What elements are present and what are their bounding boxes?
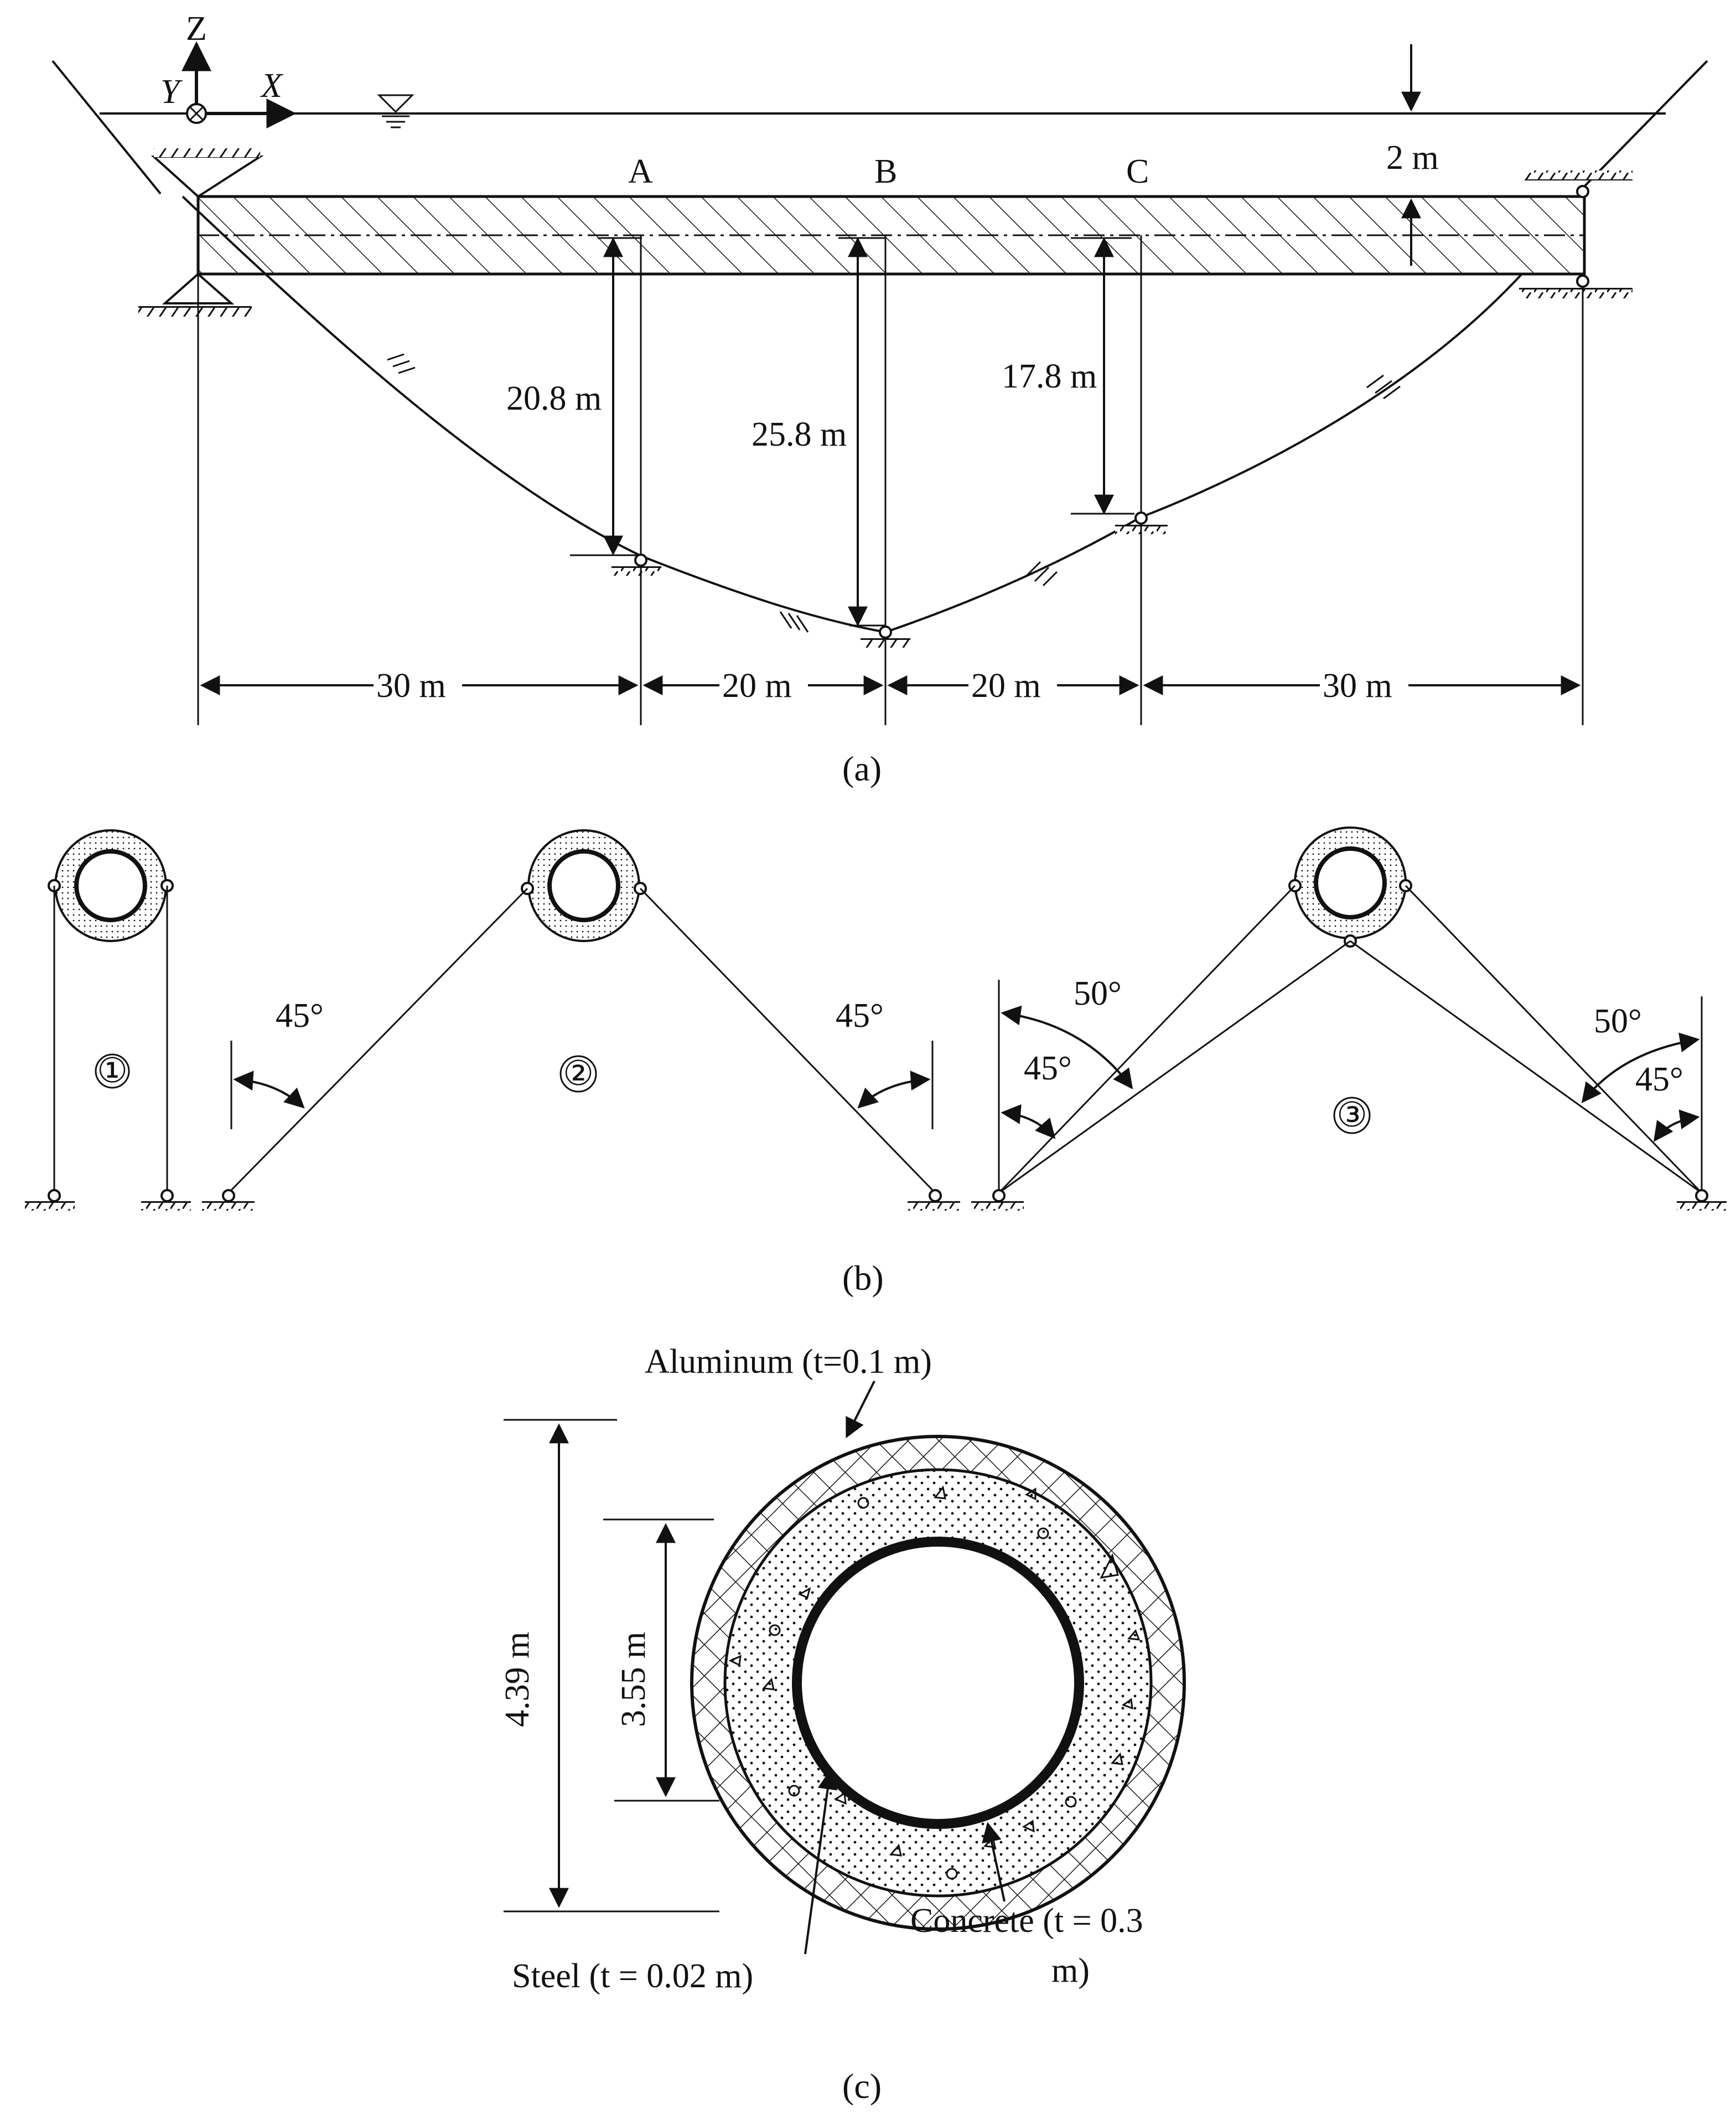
panel-c: 4.39 m 3.55 m Aluminum (t=0.1 m) Steel (… — [499, 1343, 1186, 2106]
mooring-config-3: 50° 45° 50° 45° ③ — [971, 826, 1727, 1211]
config-2-label: ② — [563, 1055, 594, 1093]
mooring-config-2: 45° 45° ② — [202, 829, 960, 1211]
angle-c2-left: 45° — [276, 997, 324, 1035]
concrete-label-line2: m) — [1051, 1952, 1090, 1989]
span-label-2: 20 m — [722, 667, 792, 705]
span-dimension-1: 30 m — [200, 667, 639, 705]
height-label-a: 20.8 m — [506, 380, 602, 417]
axis-y-label: Y — [160, 73, 183, 111]
angle-c3-left-outer: 50° — [1074, 975, 1122, 1012]
span-label-1: 30 m — [376, 667, 446, 705]
axis-z-label: Z — [186, 10, 207, 48]
inner-diameter-dimension: 3.55 m — [603, 1518, 719, 1802]
mooring-point-b — [861, 235, 910, 648]
span-dimension-4: 30 m — [1143, 667, 1581, 705]
panel-a: Z Y X — [51, 10, 1708, 788]
concrete-label-line1: Concrete (t = 0.3 — [910, 1902, 1143, 1940]
height-label-b: 25.8 m — [752, 416, 847, 453]
height-dimension-b: 25.8 m — [752, 237, 885, 627]
config-3-label: ③ — [1336, 1097, 1367, 1134]
left-bank — [51, 60, 162, 195]
submergence-label: 2 m — [1386, 139, 1439, 177]
submergence-dimension: 2 m — [1386, 44, 1439, 266]
span-extension-lines — [197, 274, 1584, 725]
point-a-label: A — [628, 153, 653, 190]
height-dimension-c: 17.8 m — [1002, 237, 1134, 515]
mooring-point-a — [612, 235, 661, 576]
span-dimension-2: 20 m — [642, 667, 884, 705]
span-dimension-3: 20 m — [887, 667, 1139, 705]
mooring-config-1: ① — [25, 829, 191, 1211]
caption-a: (a) — [842, 749, 882, 788]
outer-diameter-label: 4.39 m — [499, 1632, 536, 1727]
outer-diameter-dimension: 4.39 m — [499, 1419, 719, 1913]
height-label-c: 17.8 m — [1002, 358, 1097, 395]
point-c-label: C — [1126, 153, 1149, 190]
aluminum-label: Aluminum (t=0.1 m) — [645, 1343, 932, 1381]
steel-layer — [792, 1537, 1084, 1829]
seabed-hatch-marks — [387, 353, 1401, 633]
mooring-point-c — [1115, 235, 1168, 534]
axis-x-label: X — [260, 67, 283, 105]
water-level-icon — [377, 94, 414, 128]
angle-c3-right-inner: 45° — [1635, 1061, 1683, 1098]
angle-c2-right: 45° — [836, 997, 884, 1035]
right-support — [1519, 170, 1633, 298]
caption-c: (c) — [842, 2066, 882, 2106]
steel-label: Steel (t = 0.02 m) — [512, 1957, 753, 1995]
angle-c3-right-outer: 50° — [1594, 1002, 1642, 1040]
span-label-3: 20 m — [971, 667, 1041, 705]
inner-diameter-label: 3.55 m — [615, 1632, 652, 1727]
angle-c3-left-inner: 45° — [1024, 1050, 1072, 1087]
span-label-4: 30 m — [1323, 667, 1392, 705]
coordinate-axes: Z Y X — [160, 10, 297, 128]
panel-b: ① 45° 45° ② — [25, 826, 1727, 1298]
config-1-label: ① — [97, 1052, 128, 1090]
caption-b: (b) — [842, 1258, 884, 1298]
concrete-aggregate — [728, 1485, 1141, 1880]
point-b-label: B — [874, 153, 897, 190]
height-dimension-a: 20.8 m — [506, 237, 642, 556]
